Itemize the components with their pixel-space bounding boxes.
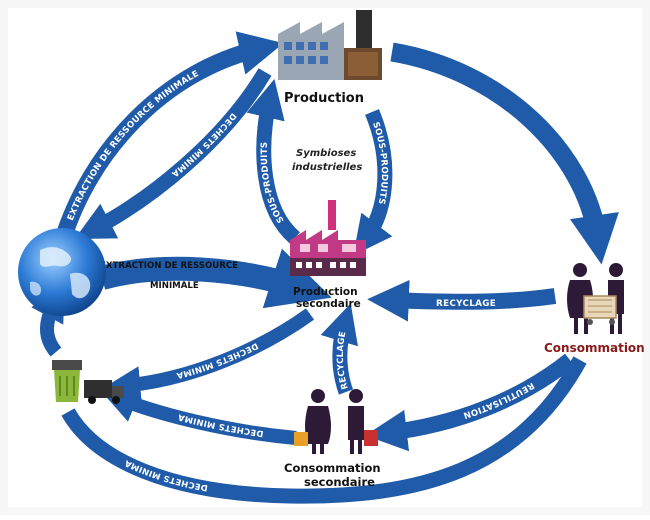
- small-factory-icon: [290, 200, 366, 276]
- arrow-extraction-mid: [98, 248, 332, 309]
- arrow-reutilisation: [365, 353, 575, 452]
- label-extraction-mid-line1: EXTRACTION DE RESSOURCE: [100, 261, 238, 271]
- production-label: Production: [284, 91, 364, 106]
- production-secondaire-label-line1: Production: [293, 286, 358, 298]
- factory-icon: [278, 10, 382, 80]
- symbioses-label-line1: Symbioses: [296, 148, 356, 159]
- arrow-dechets-mid: [103, 308, 315, 403]
- globe-icon: [18, 228, 106, 316]
- couple-with-bags-icon: [294, 389, 378, 454]
- production-secondaire-label-line2: secondaire: [296, 298, 361, 310]
- symbioses-label-line2: industrielles: [292, 162, 362, 173]
- bin-truck-icon: [52, 360, 124, 404]
- arrow-sous-produits-left: [246, 78, 301, 244]
- arrow-recyclage-vertical: [320, 303, 358, 395]
- consommation-label: Consommation: [544, 341, 645, 355]
- arrow-dechets-low: [101, 387, 297, 445]
- shoppers-icon: [567, 263, 624, 334]
- arrow-recyclage-right: [367, 280, 557, 322]
- consommation-secondaire-label-line1: Consommation: [284, 461, 381, 475]
- arrow-production-to-consommation: [390, 42, 619, 265]
- consommation-secondaire-label-line2: secondaire: [304, 475, 375, 489]
- arrow-sous-produits-right: [353, 109, 393, 256]
- label-extraction-mid-line2: MINIMALE: [150, 281, 199, 291]
- arrow-dechets-bottom: [61, 356, 587, 504]
- label-recyclage-right: RECYCLAGE: [436, 299, 496, 309]
